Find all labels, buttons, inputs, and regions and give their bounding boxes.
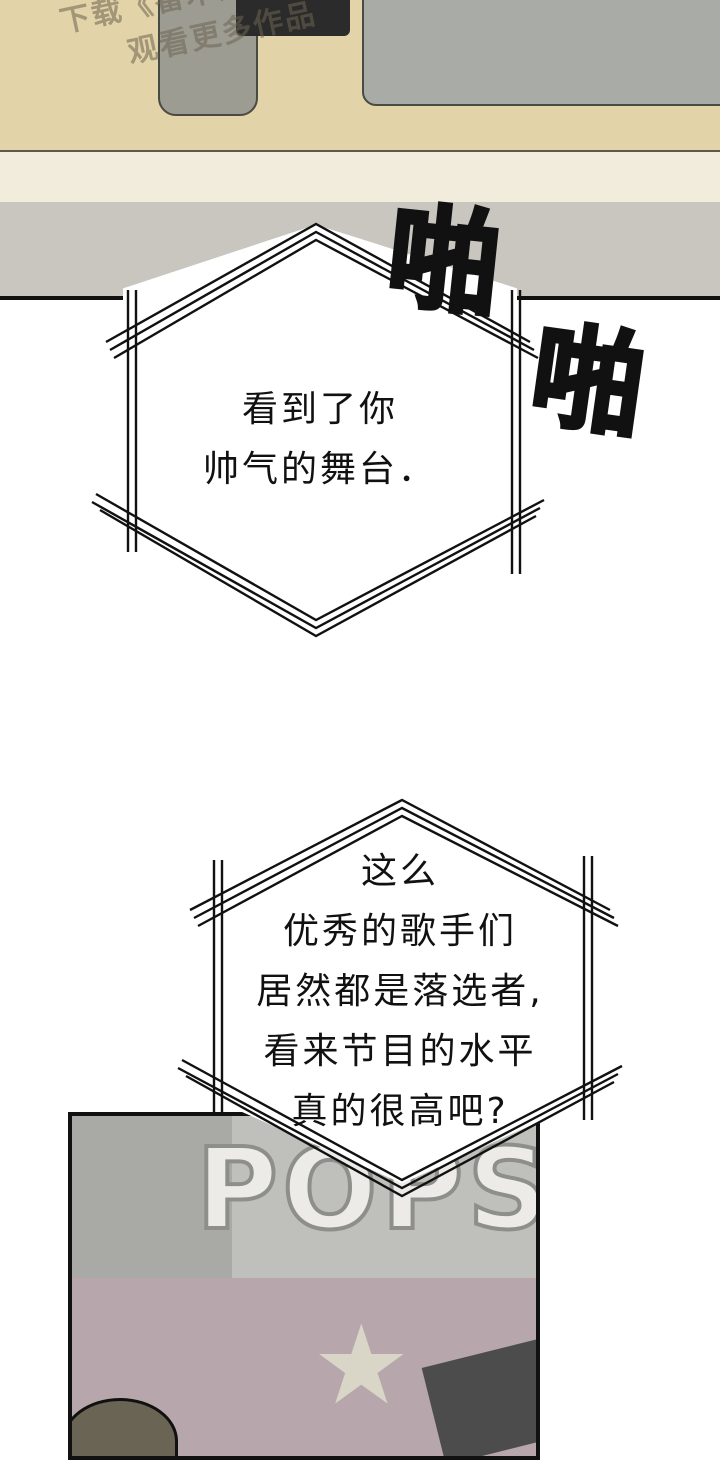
bubble-1-line-2: 帅气的舞台． (202, 449, 437, 490)
star-icon: ★ (312, 1301, 411, 1429)
laptop (362, 0, 720, 106)
bubble-2-line-2: 优秀的歌手们 (282, 911, 517, 952)
bottom-panel: POPS ★ (68, 1112, 540, 1460)
bubble-2-line-1: 这么 (360, 851, 439, 892)
bubble-1-line-1: 看到了你 (241, 389, 398, 430)
speech-bubble-2-text: 这么 优秀的歌手们 居然都是落选者, 看来节目的水平 真的很高吧? (220, 842, 580, 1142)
sound-effect-clap-1: 啪 (380, 190, 509, 335)
sound-effect-clap-2: 啪 (521, 308, 654, 456)
desk-edge (0, 150, 720, 204)
bubble-2-line-3: 居然都是落选者, (256, 971, 544, 1012)
speech-bubble-2 (177, 798, 623, 1198)
phone (236, 0, 350, 36)
bubble-2-line-5: 真的很高吧? (291, 1091, 509, 1132)
bubble-2-line-4: 看来节目的水平 (263, 1031, 537, 1072)
microphone-shape (72, 1116, 232, 1278)
speech-bubble-1 (91, 222, 545, 638)
speech-bubble-1-text: 看到了你 帅气的舞台． (150, 380, 490, 500)
top-panel: 下载《番木瓜 观看更多作品 (0, 0, 720, 300)
